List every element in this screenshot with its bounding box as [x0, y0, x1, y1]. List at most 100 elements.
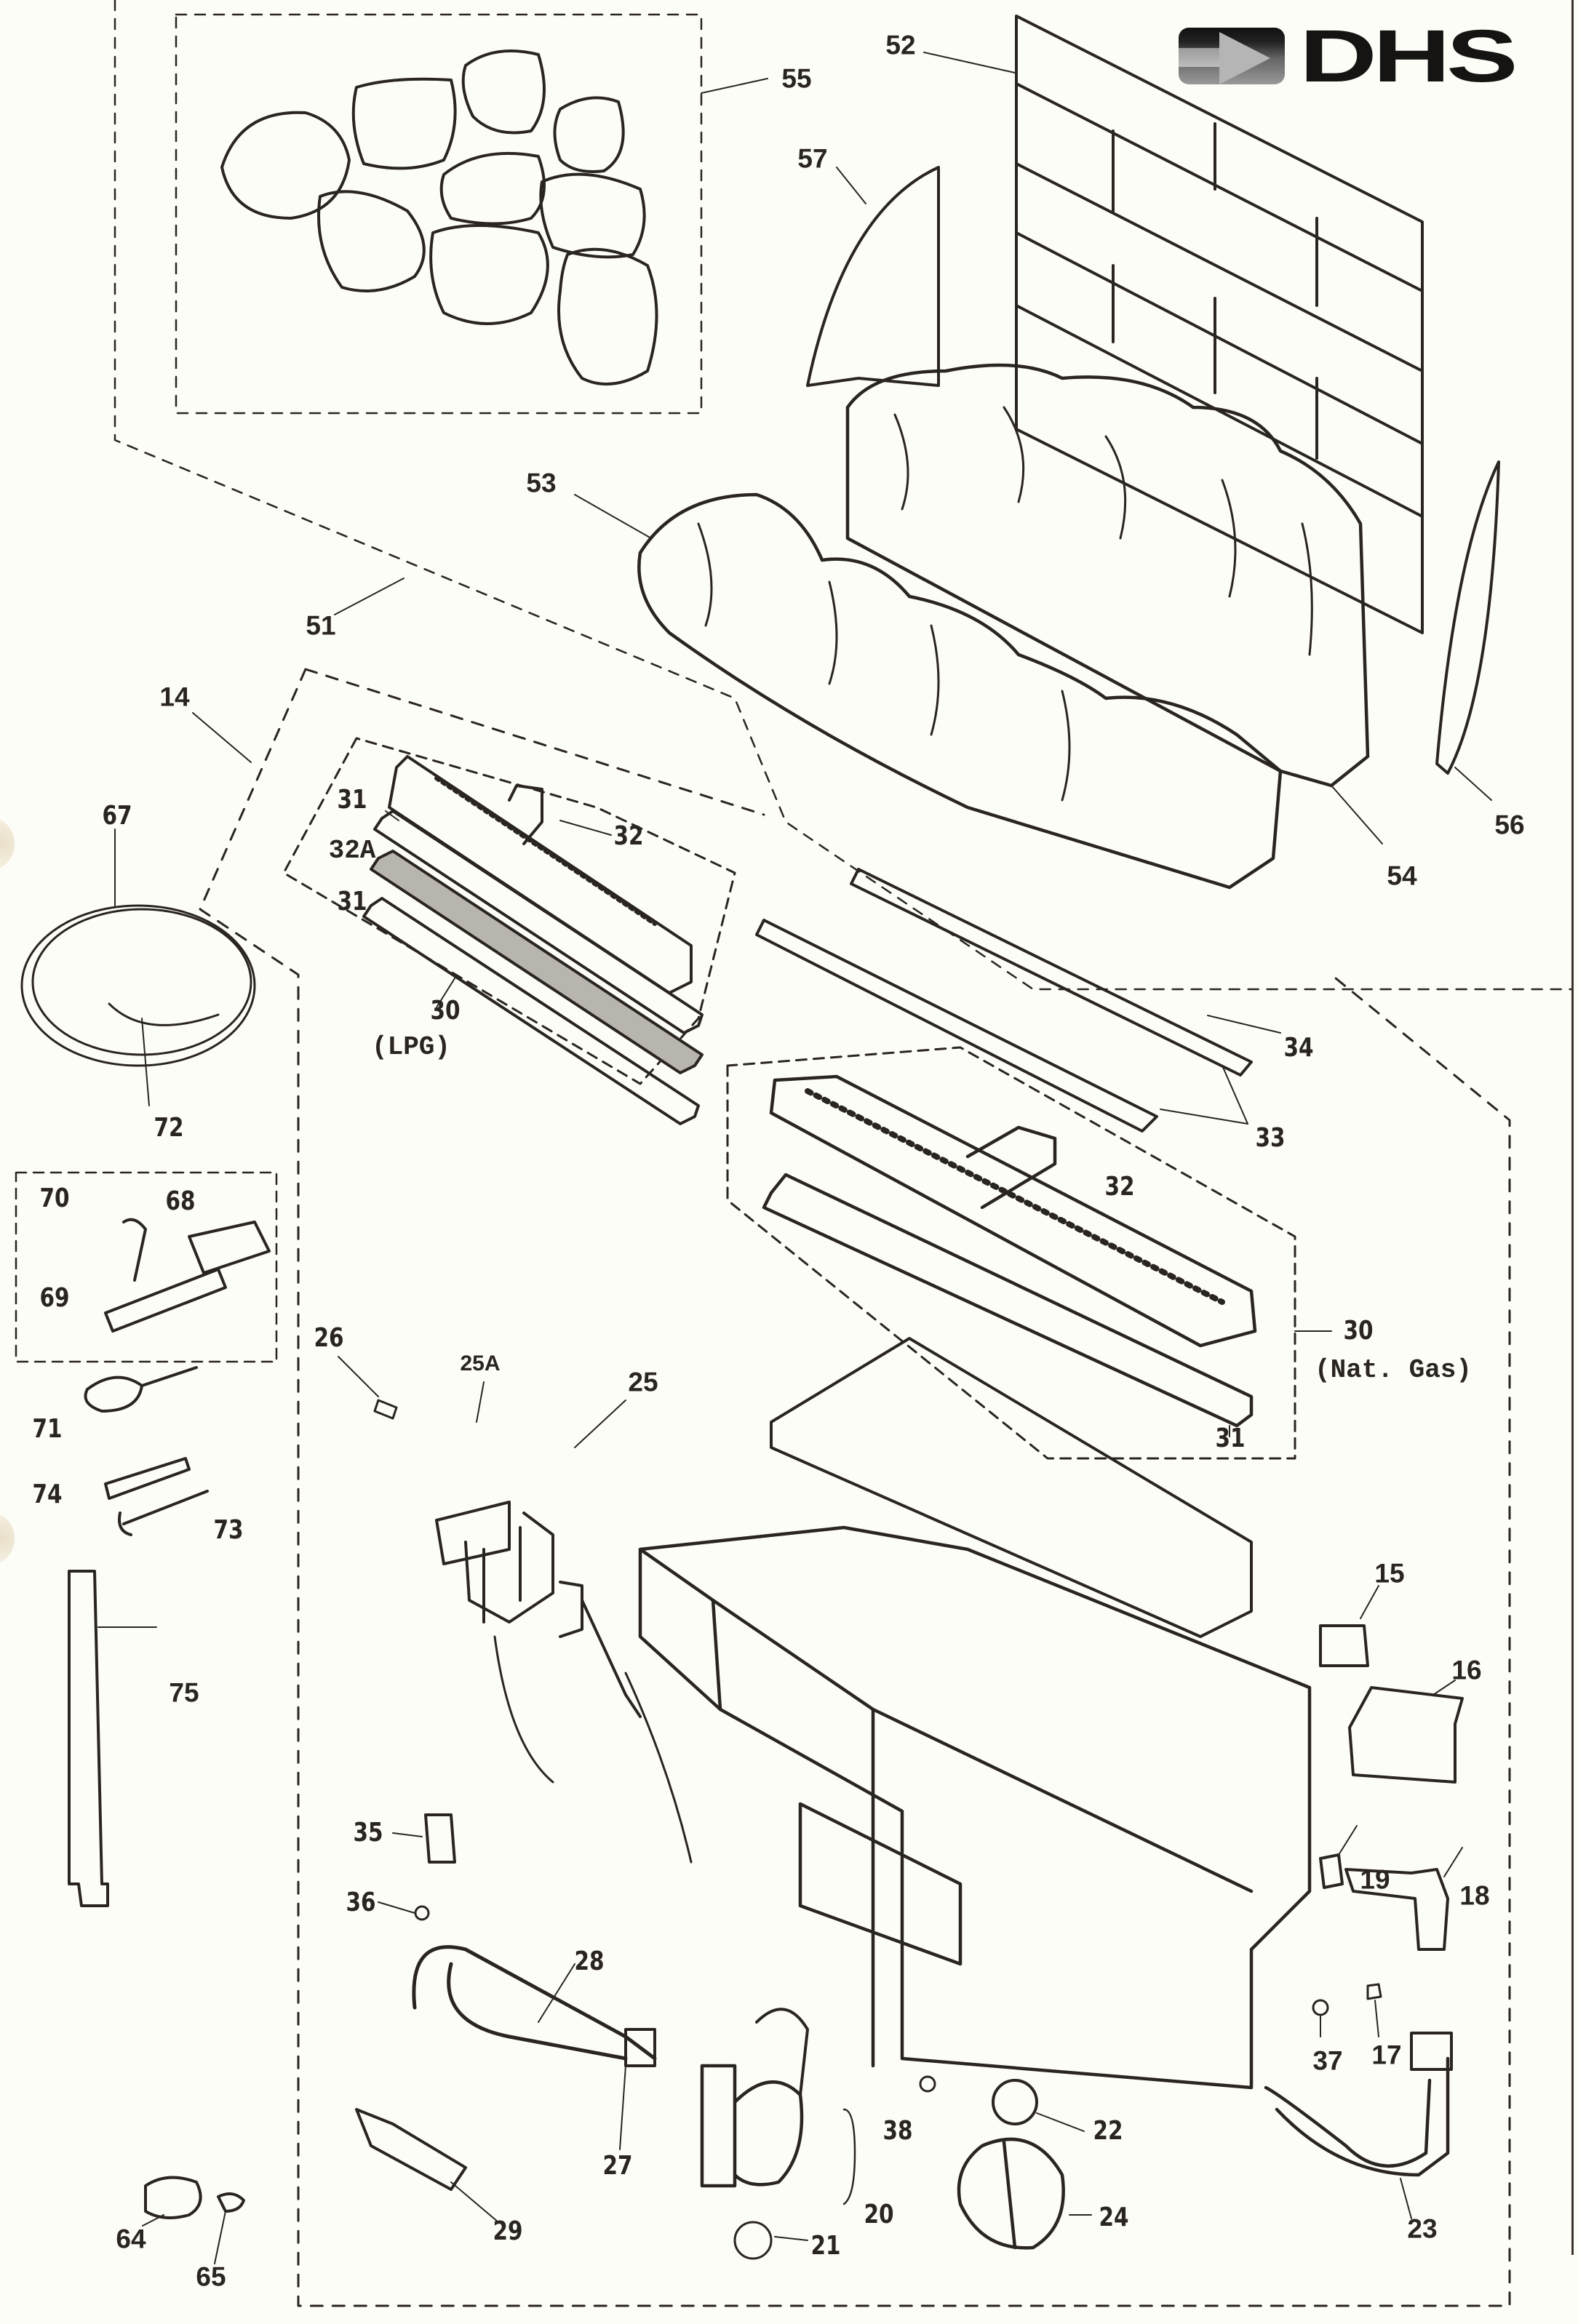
binder-hole-bottom [0, 1513, 15, 1564]
callout-71: 71 [32, 1414, 63, 1444]
bracket-20 [842, 2108, 856, 2205]
callout-32A: 32A [328, 836, 376, 866]
callout-64: 64 [116, 2224, 146, 2254]
eye-bolt-71 [84, 1366, 198, 1413]
callout-25: 25 [628, 1367, 658, 1397]
callout-30-natgas-note: (Nat. Gas) [1314, 1355, 1473, 1385]
callout-29: 29 [493, 2216, 523, 2246]
callout-54: 54 [1387, 860, 1417, 891]
callout-30-natgas: 30 [1343, 1316, 1374, 1346]
callout-18: 18 [1459, 1880, 1490, 1911]
wood-screw-73 [118, 1490, 209, 1536]
callout-31-natgas: 31 [1215, 1423, 1246, 1453]
callout-17: 17 [1371, 2040, 1402, 2070]
callout-27: 27 [602, 2151, 633, 2181]
lpg-burner-group-boundary [282, 737, 736, 1085]
side-panel-right [1435, 460, 1500, 775]
callout-65: 65 [196, 2261, 226, 2292]
callout-38: 38 [882, 2116, 913, 2146]
callout-53: 53 [526, 468, 557, 498]
callout-21: 21 [810, 2231, 841, 2261]
callout-24: 24 [1099, 2203, 1129, 2232]
callout-37: 37 [1312, 2045, 1343, 2076]
nut-23 [1410, 2032, 1453, 2071]
callout-31-lpg-bottom: 31 [337, 887, 367, 917]
screw-17 [1366, 1983, 1382, 2000]
page-edge [1571, 0, 1574, 2255]
callout-14: 14 [159, 682, 190, 712]
firebox-body [638, 1525, 1312, 2090]
callout-32-natgas: 32 [1104, 1172, 1135, 1202]
callout-32-lpg: 32 [613, 821, 644, 851]
group-55-boundary [175, 13, 703, 415]
callout-19: 19 [1360, 1864, 1390, 1895]
callout-20: 20 [864, 2200, 894, 2229]
group-14-boundary [199, 668, 1511, 2307]
gas-valve-20 [700, 2064, 804, 2188]
gas-line-23 [1264, 2056, 1450, 2177]
lava-rocks [220, 49, 658, 386]
callout-30-lpg-note: (LPG) [371, 1032, 451, 1062]
callout-30-lpg: 30 [430, 996, 461, 1026]
callout-69: 69 [39, 1283, 70, 1313]
knob-24 [957, 2137, 1065, 2250]
callout-68: 68 [165, 1186, 196, 1216]
rear-log [845, 363, 1370, 788]
callout-33: 33 [1255, 1123, 1286, 1153]
bracket-35 [424, 1813, 456, 1864]
clip-21 [733, 2221, 773, 2260]
callout-31-lpg-top: 31 [337, 785, 367, 815]
burner-tray [770, 1337, 1253, 1638]
callout-75: 75 [169, 1677, 199, 1708]
module-16 [1348, 1686, 1464, 1784]
lpg-burner [362, 755, 704, 1125]
tee-29 [355, 2108, 467, 2191]
screw-26 [373, 1399, 398, 1420]
front-log [637, 492, 1283, 890]
callout-16: 16 [1451, 1655, 1482, 1685]
screw-37 [1312, 1999, 1329, 2016]
hardware-group-boundary [15, 1171, 278, 1363]
callout-72: 72 [154, 1113, 184, 1143]
brick-panel [1015, 15, 1424, 634]
binder-hole-top [0, 818, 15, 869]
nat-gas-burner-group-boundary [726, 1046, 1296, 1460]
gas-tube-28 [412, 1945, 657, 2061]
nut-27 [624, 2028, 656, 2067]
nat-gas-burner [762, 1074, 1257, 1428]
cap-65 [217, 2192, 245, 2213]
nut-19 [1319, 1853, 1344, 1889]
callout-22: 22 [1093, 2116, 1123, 2146]
elbow-18 [1344, 1868, 1449, 1951]
clip-15 [1319, 1624, 1369, 1667]
callout-57: 57 [797, 143, 828, 174]
callout-67: 67 [102, 801, 132, 831]
callout-34: 34 [1283, 1033, 1314, 1063]
arrow-right-icon [1179, 28, 1285, 84]
coupler-68 [188, 1221, 271, 1274]
bushing-22 [992, 2079, 1038, 2125]
callout-36: 36 [346, 1888, 376, 1917]
callout-74: 74 [32, 1480, 63, 1509]
logo-text: DHS [1299, 15, 1518, 97]
nut-64 [144, 2176, 202, 2219]
callout-56: 56 [1494, 810, 1525, 840]
callout-23: 23 [1407, 2213, 1438, 2244]
threaded-rod-69 [104, 1268, 227, 1333]
nipple-38 [919, 2075, 936, 2093]
callout-15: 15 [1374, 1558, 1405, 1589]
callout-73: 73 [213, 1515, 244, 1545]
callout-35: 35 [353, 1818, 383, 1848]
anchor-74 [104, 1457, 191, 1500]
callout-51: 51 [306, 610, 336, 641]
callout-55: 55 [781, 63, 812, 94]
burner-cover-strips [755, 868, 1253, 1133]
group-51-boundary [113, 0, 1573, 991]
callout-52: 52 [885, 30, 916, 60]
side-panel-left [806, 166, 940, 387]
thumb-screw-70 [122, 1218, 147, 1282]
screw-36 [414, 1905, 430, 1921]
thermocouple-coil [20, 904, 256, 1067]
callout-28: 28 [574, 1946, 605, 1976]
callout-25A: 25A [460, 1351, 501, 1375]
